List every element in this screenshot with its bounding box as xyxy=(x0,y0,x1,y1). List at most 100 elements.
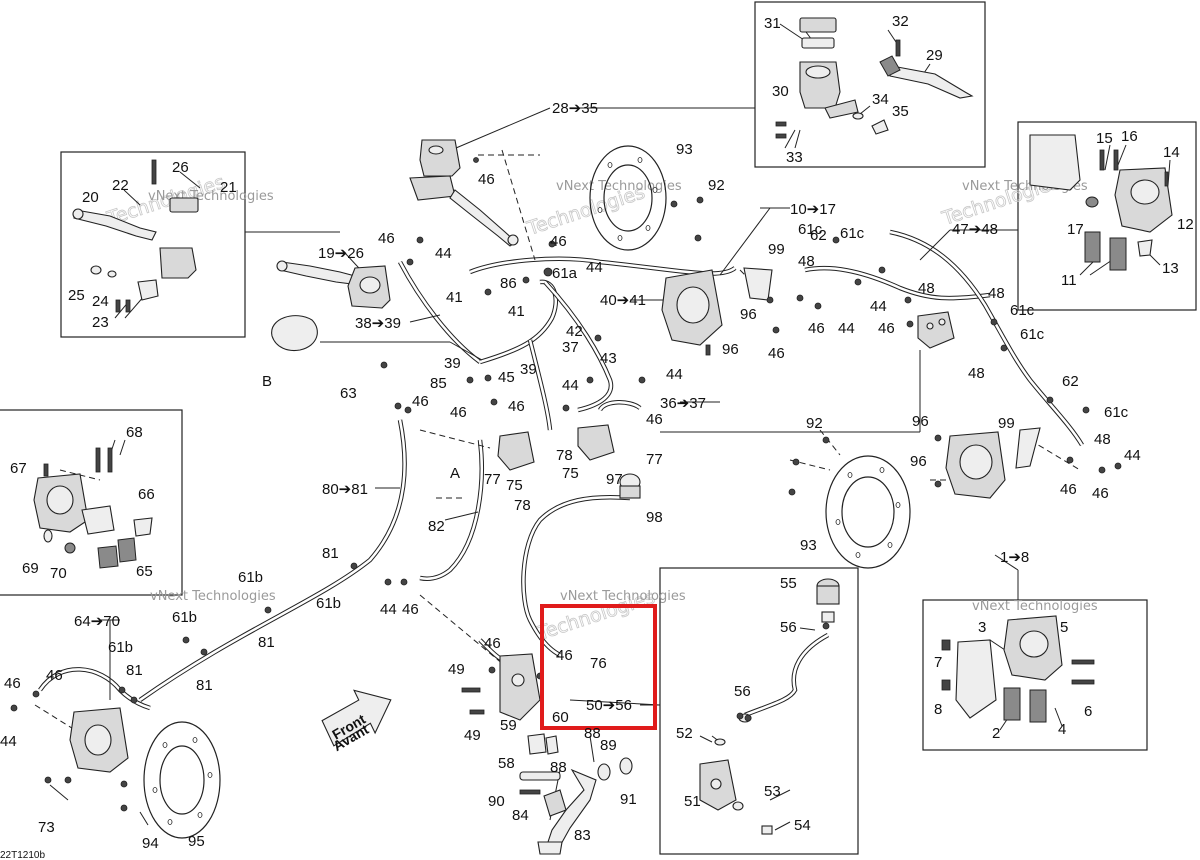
callout-92: 92 xyxy=(708,177,725,194)
callout-80-81: 80➔81 xyxy=(322,481,368,498)
callout-63: 63 xyxy=(340,385,357,402)
callout-43: 43 xyxy=(600,350,617,367)
callout-46: 46 xyxy=(1060,481,1077,498)
callout-44: 44 xyxy=(1124,447,1141,464)
front-right-brake-disc xyxy=(589,145,667,251)
callout-48: 48 xyxy=(1094,431,1111,448)
watermark-vnext: vNext Technologies xyxy=(972,599,1098,614)
rear-brake-disc xyxy=(143,721,221,839)
callout-3: 3 xyxy=(978,619,986,636)
callout-46: 46 xyxy=(508,398,525,415)
callout-98: 98 xyxy=(646,509,663,526)
callout-48: 48 xyxy=(918,280,935,297)
callout-36-37: 36➔37 xyxy=(660,395,706,412)
callout-81: 81 xyxy=(322,545,339,562)
right-handlebar-lever-assembly xyxy=(409,139,519,247)
callout-92: 92 xyxy=(806,415,823,432)
callout-97: 97 xyxy=(606,471,623,488)
front-direction-arrow: Front Avant xyxy=(321,689,392,754)
callout-62: 62 xyxy=(1062,373,1079,390)
callout-62: 62 xyxy=(810,227,827,244)
callout-13: 13 xyxy=(1162,260,1179,277)
callout-46: 46 xyxy=(768,345,785,362)
callout-70: 70 xyxy=(50,565,67,582)
callout-44: 44 xyxy=(838,320,855,337)
callout-29: 29 xyxy=(926,47,943,64)
callout-50-56: 50➔56 xyxy=(586,697,632,714)
callout-23: 23 xyxy=(92,314,109,331)
callout-30: 30 xyxy=(772,83,789,100)
callout-14: 14 xyxy=(1163,144,1180,161)
callout-48: 48 xyxy=(988,285,1005,302)
callout-46: 46 xyxy=(402,601,419,618)
callout-89: 89 xyxy=(600,737,617,754)
callout-34: 34 xyxy=(872,91,889,108)
callout-28-35: 28➔35 xyxy=(552,100,598,117)
callout-99: 99 xyxy=(768,241,785,258)
highlight-box xyxy=(540,604,657,730)
callout-26: 26 xyxy=(172,159,189,176)
callout-42: 42 xyxy=(566,323,583,340)
callout-44: 44 xyxy=(562,377,579,394)
callout-46: 46 xyxy=(878,320,895,337)
callout-75: 75 xyxy=(562,465,579,482)
callout-21: 21 xyxy=(220,179,237,196)
rear-left-caliper-inset-parts xyxy=(33,447,153,569)
callout-46: 46 xyxy=(4,675,21,692)
callout-48: 48 xyxy=(798,253,815,270)
callout-59: 59 xyxy=(500,717,517,734)
rear-caliper-main xyxy=(69,707,129,773)
watermark-vnext: vNext Technologies xyxy=(148,189,274,204)
callout-75: 75 xyxy=(506,477,523,494)
callout-46: 46 xyxy=(46,667,63,684)
callout-95: 95 xyxy=(188,833,205,850)
callout-61b: 61b xyxy=(108,639,133,656)
inset-frame-rear-left-caliper xyxy=(0,409,183,596)
callout-labels: 31 32 29 30 34 35 33 28➔35 93 92 46 10➔1… xyxy=(0,13,1194,852)
callout-41: 41 xyxy=(508,303,525,320)
callout-83: 83 xyxy=(574,827,591,844)
callout-77: 77 xyxy=(484,471,501,488)
callout-61b: 61b xyxy=(172,609,197,626)
callout-67: 67 xyxy=(10,460,27,477)
callout-86: 86 xyxy=(500,275,517,292)
brake-pedal-valve-assembly xyxy=(461,653,633,855)
callout-99: 99 xyxy=(998,415,1015,432)
callout-10-17: 10➔17 xyxy=(790,201,836,218)
callout-46: 46 xyxy=(1092,485,1109,502)
inset-frame-parking-master-cylinder xyxy=(60,151,246,338)
callout-81: 81 xyxy=(196,677,213,694)
parking-master-cylinder-inset-parts xyxy=(72,159,199,313)
callout-96: 96 xyxy=(912,413,929,430)
callout-44: 44 xyxy=(586,259,603,276)
front-left-brake-disc xyxy=(825,455,911,569)
callout-47-48: 47➔48 xyxy=(952,221,998,238)
callout-6: 6 xyxy=(1084,703,1092,720)
inset-frame-front-right-caliper xyxy=(1017,121,1197,311)
callout-64-70: 64➔70 xyxy=(74,613,120,630)
callout-2: 2 xyxy=(992,725,1000,742)
inset-frame-rear-master-cylinder xyxy=(659,567,859,855)
drawing-code: 22T1210b xyxy=(0,850,45,860)
callout-40-41: 40➔41 xyxy=(600,292,646,309)
callout-46: 46 xyxy=(378,230,395,247)
callout-77: 77 xyxy=(646,451,663,468)
callout-49: 49 xyxy=(448,661,465,678)
callout-68: 68 xyxy=(126,424,143,441)
callout-55: 55 xyxy=(780,575,797,592)
callout-96: 96 xyxy=(722,341,739,358)
callout-61b: 61b xyxy=(316,595,341,612)
callout-44: 44 xyxy=(870,298,887,315)
callout-73: 73 xyxy=(38,819,55,836)
callout-88: 88 xyxy=(550,759,567,776)
callout-44: 44 xyxy=(380,601,397,618)
callout-56: 56 xyxy=(780,619,797,636)
callout-19-26: 19➔26 xyxy=(318,245,364,262)
callout-78: 78 xyxy=(556,447,573,464)
inset-frame-front-master-cylinder xyxy=(754,1,986,168)
callout-46: 46 xyxy=(484,635,501,652)
callout-93: 93 xyxy=(800,537,817,554)
brake-lines xyxy=(38,229,1084,718)
callout-90: 90 xyxy=(488,793,505,810)
abs-valve-block xyxy=(917,311,955,349)
